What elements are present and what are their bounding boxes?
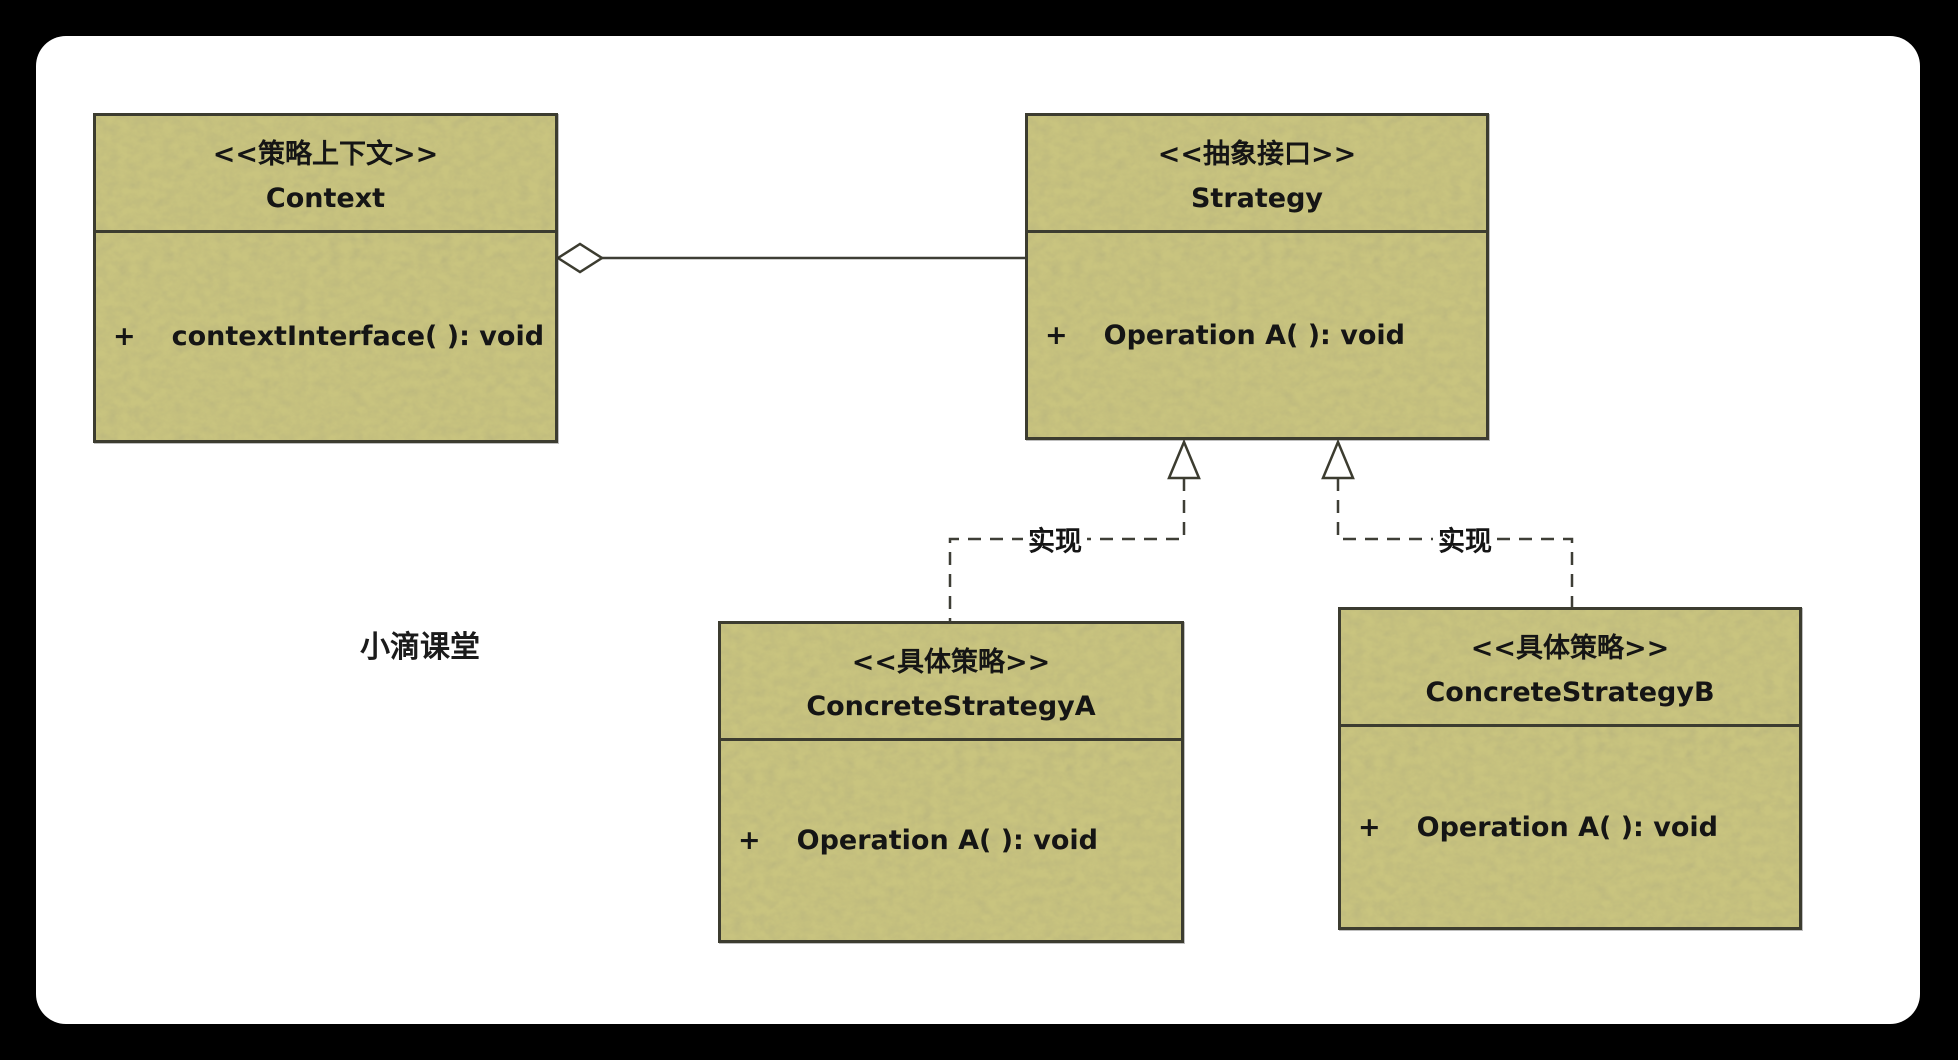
class-concrete-b-name: ConcreteStrategyB [1425,677,1715,708]
method-visibility: + [1045,319,1068,351]
class-strategy-name: Strategy [1190,183,1324,214]
method-signature: contextInterface( ): void [171,321,545,352]
class-concrete-b-methods: + Operation A( ): void [1341,727,1799,927]
method-visibility: + [1358,811,1381,843]
realization-b-label: 实现 [1433,519,1497,559]
method-signature: Operation A( ): void [1103,319,1405,351]
class-concrete-a-methods: + Operation A( ): void [721,741,1181,940]
class-concrete-a-stereotype: <<具体策略>> [851,647,1051,678]
class-context-methods: + contextInterface( ): void [96,233,555,440]
class-concrete-a-header: <<具体策略>> ConcreteStrategyA [721,624,1181,741]
class-context-stereotype: <<策略上下文>> [212,139,439,170]
class-concrete-a-name: ConcreteStrategyA [806,691,1096,722]
class-strategy-stereotype: <<抽象接口>> [1157,139,1357,170]
class-strategy-header: <<抽象接口>> Strategy [1028,116,1486,233]
class-concrete-b-header: <<具体策略>> ConcreteStrategyB [1341,610,1799,727]
method-signature: Operation A( ): void [1416,811,1718,843]
class-context-header: <<策略上下文>> Context [96,116,555,233]
class-box-strategy: <<抽象接口>> Strategy + Operation A( ): void [1025,113,1489,440]
class-strategy-methods: + Operation A( ): void [1028,233,1486,437]
class-box-concrete-strategy-a: <<具体策略>> ConcreteStrategyA + Operation A… [718,621,1184,943]
class-context-name: Context [265,183,386,214]
method-signature: Operation A( ): void [796,825,1098,856]
realization-a-label: 实现 [1023,519,1087,559]
watermark-text: 小滴课堂 [360,630,480,665]
class-box-context: <<策略上下文>> Context + contextInterface( ):… [93,113,558,443]
method-visibility: + [738,825,761,856]
method-visibility: + [113,321,136,352]
class-concrete-b-stereotype: <<具体策略>> [1470,633,1670,664]
class-box-concrete-strategy-b: <<具体策略>> ConcreteStrategyB + Operation A… [1338,607,1802,930]
